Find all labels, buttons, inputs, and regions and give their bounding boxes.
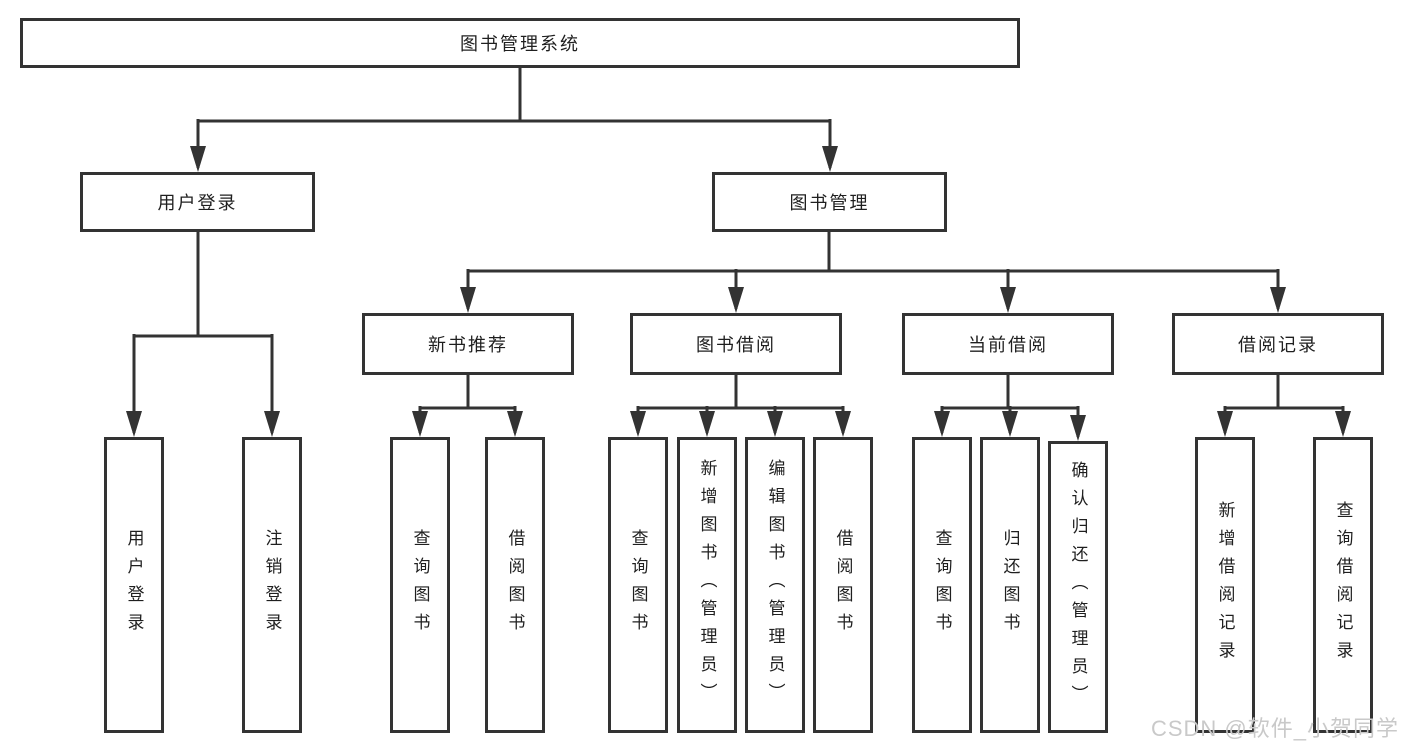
node-label: 新增借阅记录 xyxy=(1215,501,1235,669)
leaf-query-books-recommend: 查询图书 xyxy=(390,437,450,733)
leaf-confirm-return-admin: 确认归还（管理员） xyxy=(1048,441,1108,733)
node-label: 图书管理 xyxy=(789,193,870,213)
leaf-query-borrow-record: 查询借阅记录 xyxy=(1313,437,1373,733)
watermark: CSDN @软件_小贺同学 xyxy=(1150,716,1399,741)
node-label: 查询图书 xyxy=(628,529,648,641)
node-label: 图书管理系统 xyxy=(460,34,580,54)
node-library-management-system: 图书管理系统 xyxy=(20,18,1020,68)
leaf-return-books: 归还图书 xyxy=(980,437,1040,733)
node-label: 用户登录 xyxy=(124,529,144,641)
node-current-borrowing: 当前借阅 xyxy=(902,313,1114,375)
node-label: 图书借阅 xyxy=(696,335,776,355)
leaf-borrow-books: 借阅图书 xyxy=(813,437,873,733)
node-label: 新增图书（管理员） xyxy=(697,459,717,711)
node-label: 借阅记录 xyxy=(1238,335,1318,355)
leaf-query-books-current: 查询图书 xyxy=(912,437,972,733)
node-label: 查询图书 xyxy=(932,529,952,641)
node-label: 确认归还（管理员） xyxy=(1068,461,1088,713)
leaf-user-login: 用户登录 xyxy=(104,437,164,733)
node-label: 新书推荐 xyxy=(428,335,508,355)
leaf-logout: 注销登录 xyxy=(242,437,302,733)
leaf-query-books-borrowing: 查询图书 xyxy=(608,437,668,733)
leaf-add-book-admin: 新增图书（管理员） xyxy=(677,437,737,733)
node-label: 借阅图书 xyxy=(833,529,853,641)
leaf-borrow-books-recommend: 借阅图书 xyxy=(485,437,545,733)
node-book-management: 图书管理 xyxy=(712,172,947,232)
node-label: 用户登录 xyxy=(157,193,238,213)
node-label: 查询图书 xyxy=(410,529,430,641)
node-label: 当前借阅 xyxy=(968,335,1048,355)
leaf-edit-book-admin: 编辑图书（管理员） xyxy=(745,437,805,733)
node-user-login: 用户登录 xyxy=(80,172,315,232)
node-label: 归还图书 xyxy=(1000,529,1020,641)
node-new-book-recommendation: 新书推荐 xyxy=(362,313,574,375)
node-book-borrowing: 图书借阅 xyxy=(630,313,842,375)
node-label: 编辑图书（管理员） xyxy=(765,459,785,711)
leaf-add-borrow-record: 新增借阅记录 xyxy=(1195,437,1255,733)
node-label: 查询借阅记录 xyxy=(1333,501,1353,669)
node-label: 借阅图书 xyxy=(505,529,525,641)
node-label: 注销登录 xyxy=(262,529,282,641)
node-borrowing-records: 借阅记录 xyxy=(1172,313,1384,375)
